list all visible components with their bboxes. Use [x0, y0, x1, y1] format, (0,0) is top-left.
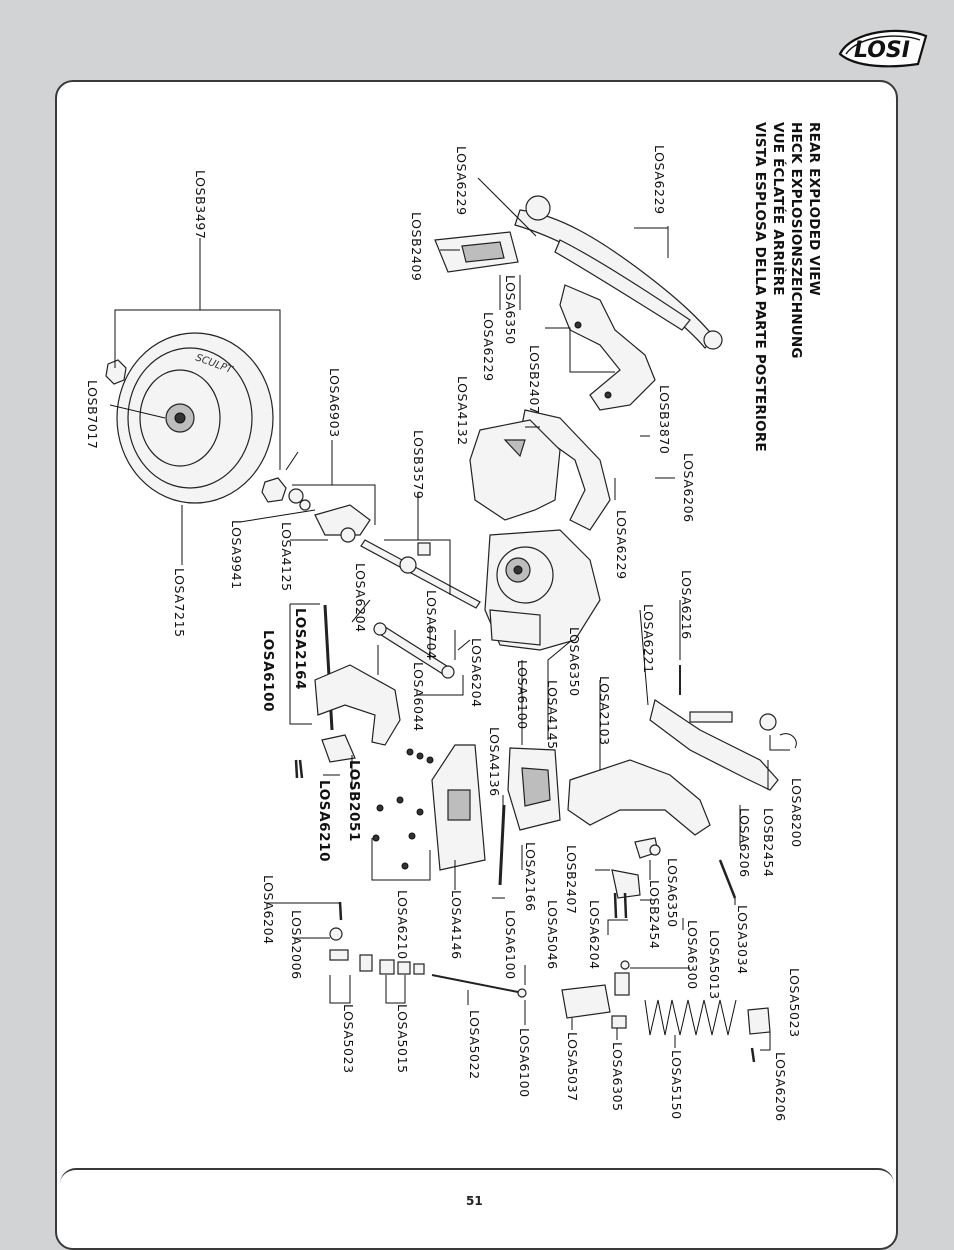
bulkhead-drawing — [507, 747, 561, 831]
skid-plate-drawing — [434, 231, 519, 273]
label-losa6229-lower: LOSA6229 — [614, 510, 629, 580]
label-losb2409: LOSB2409 — [409, 212, 424, 281]
label-losb3870: LOSB3870 — [657, 385, 672, 454]
label-losb3579: LOSB3579 — [411, 430, 426, 499]
logo-wordmark: LOSI — [854, 38, 910, 63]
rear-arm-drawing — [314, 664, 401, 746]
label-losa6100-d: LOSA6100 — [517, 1028, 532, 1098]
label-losa2006: LOSA2006 — [289, 910, 304, 980]
label-losa5022: LOSA5022 — [467, 1010, 482, 1080]
title-fr: VUE ÉCLATÉE ARRIÈRE — [770, 122, 787, 296]
label-losa2166: LOSA2166 — [523, 842, 538, 912]
label-losa6210-b: LOSA6210 — [395, 890, 410, 960]
label-losa6100-mid: LOSA6100 — [515, 660, 530, 730]
label-losa6204-c: LOSA6204 — [587, 900, 602, 970]
label-losa6704: LOSA6704 — [424, 590, 439, 660]
label-losa4145: LOSA4145 — [545, 680, 560, 750]
label-losa5150: LOSA5150 — [669, 1050, 684, 1120]
label-losa6350-top: LOSA6350 — [503, 275, 518, 345]
driveshaft-drawing — [360, 539, 481, 609]
label-losb2407-top: LOSB2407 — [527, 345, 542, 414]
label-losa2103: LOSA2103 — [597, 676, 612, 746]
label-losa6221: LOSA6221 — [641, 604, 656, 674]
label-losa6206-b: LOSA6206 — [737, 808, 752, 878]
shock-cap-drawing — [329, 901, 425, 975]
leader-lines — [109, 177, 790, 1051]
label-losb7017: LOSB7017 — [85, 380, 100, 449]
screws-cluster-drawing — [372, 748, 434, 870]
camber-link-drawing — [373, 622, 456, 679]
title-block: REAR EXPLODED VIEW HECK EXPLOSIONSZEICHN… — [752, 122, 822, 452]
hub-carrier-drawing — [567, 759, 711, 836]
losi-logo: LOSI — [838, 29, 928, 68]
chassis-plate-drawing — [431, 744, 486, 871]
label-losa6300: LOSA6300 — [685, 920, 700, 990]
label-losa4132: LOSA4132 — [455, 376, 470, 446]
label-losa6100-arm: LOSA6100 — [260, 630, 276, 712]
label-losa5023-b: LOSA5023 — [787, 968, 802, 1038]
label-losa8200: LOSA8200 — [789, 778, 804, 848]
page-number: 51 — [466, 1194, 483, 1208]
label-losb3497: LOSB3497 — [193, 170, 208, 239]
label-losa6206-top: LOSA6206 — [681, 453, 696, 523]
hub-parts-drawing — [261, 451, 371, 543]
shock-body-drawing — [561, 984, 627, 1029]
arm-insert-drawing — [294, 734, 356, 779]
transmission-housing-drawing — [484, 529, 601, 651]
label-losa6216: LOSA6216 — [679, 570, 694, 640]
title-en: REAR EXPLODED VIEW — [806, 122, 822, 296]
label-losa5013: LOSA5013 — [707, 930, 722, 1000]
tire-wheel-drawing: SCULPT — [116, 332, 274, 504]
shock-shaft-drawing — [431, 974, 527, 998]
label-losa3034: LOSA3034 — [735, 905, 750, 975]
label-losa6350-c: LOSA6350 — [665, 858, 680, 928]
label-losa6044: LOSA6044 — [411, 662, 426, 732]
label-losa6305: LOSA6305 — [610, 1042, 625, 1112]
label-losa6204-a: LOSA6204 — [353, 563, 368, 633]
shock-tower-drawing — [649, 665, 797, 791]
part-labels: LOSA6229 LOSA6229 LOSB2409 LOSA6350 LOSA… — [85, 145, 804, 1122]
label-losb2454-b: LOSB2454 — [647, 880, 662, 949]
spring-drawing — [644, 999, 771, 1063]
page-card — [55, 80, 898, 1250]
rear-bumper-drawing — [514, 195, 723, 350]
label-losa4125: LOSA4125 — [279, 522, 294, 592]
title-de: HECK EXPLOSIONSZEICHNUNG — [788, 122, 804, 359]
label-losa6229-mid: LOSA6229 — [481, 312, 496, 382]
label-losa6100-c: LOSA6100 — [503, 910, 518, 980]
label-losa5037: LOSA5037 — [565, 1032, 580, 1102]
label-losb2407-b: LOSB2407 — [564, 845, 579, 914]
label-losa6229-top: LOSA6229 — [652, 145, 667, 215]
wheel-nut-drawing — [105, 359, 127, 385]
label-losa6229-left: LOSA6229 — [454, 146, 469, 216]
gear-cover-drawing — [469, 419, 561, 521]
hinge-pin-2-drawing — [498, 804, 506, 886]
label-losa5023-a: LOSA5023 — [341, 1004, 356, 1074]
label-losa2164: LOSA2164 — [292, 608, 308, 690]
label-losa6350-mid: LOSA6350 — [567, 627, 582, 697]
label-losa6204-b: LOSA6204 — [469, 638, 484, 708]
title-it: VISTA ESPLOSA DELLA PARTE POSTERIORE — [752, 122, 768, 452]
label-losa5046: LOSA5046 — [545, 900, 560, 970]
label-losa9941: LOSA9941 — [229, 520, 244, 590]
label-losa7215: LOSA7215 — [172, 568, 187, 638]
shock-parts-drawing — [611, 837, 737, 996]
label-losb2051: LOSB2051 — [346, 760, 362, 842]
label-losb2454-a: LOSB2454 — [761, 808, 776, 877]
label-losa5015: LOSA5015 — [395, 1004, 410, 1074]
label-losa4146: LOSA4146 — [449, 890, 464, 960]
label-losa4136: LOSA4136 — [487, 727, 502, 797]
label-losa6210-a: LOSA6210 — [316, 780, 332, 862]
label-losa6204-d: LOSA6204 — [261, 875, 276, 945]
label-losa6903: LOSA6903 — [327, 368, 342, 438]
footer-divider — [60, 1168, 894, 1184]
label-losa6206-c: LOSA6206 — [773, 1052, 788, 1122]
